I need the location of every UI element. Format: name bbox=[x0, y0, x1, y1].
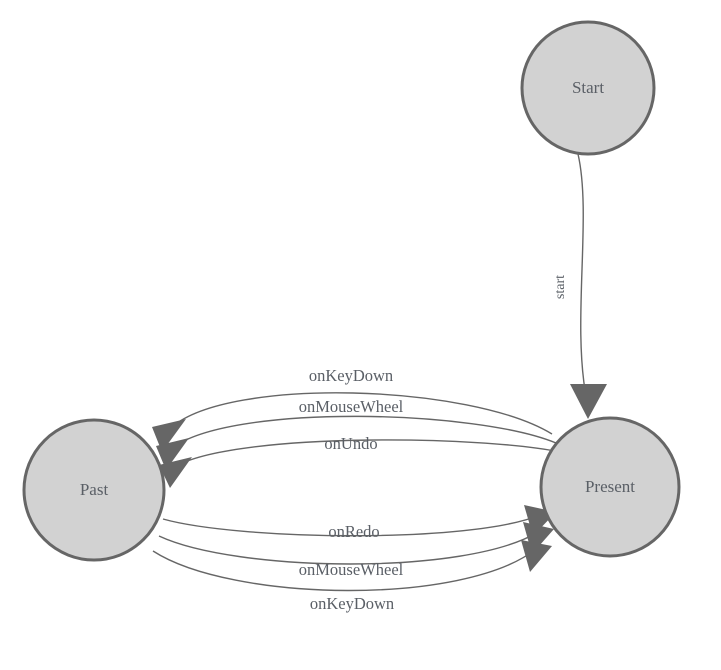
edge-onundo-path bbox=[177, 439, 561, 466]
edge-onredo-path bbox=[162, 514, 541, 537]
edge-label-onmousewheel-up: onMouseWheel bbox=[299, 397, 404, 416]
node-present-circle bbox=[539, 416, 681, 558]
edge-onkeydown-down-path bbox=[152, 548, 537, 592]
edge-onundo[interactable] bbox=[159, 439, 561, 488]
node-start-circle bbox=[520, 20, 656, 156]
edge-start[interactable] bbox=[570, 153, 607, 419]
edge-onmousewheel-up-path bbox=[174, 415, 557, 447]
node-start[interactable]: Start bbox=[520, 20, 656, 156]
edge-start-arrowhead bbox=[570, 384, 607, 419]
edge-onkeydown-up-arrowhead bbox=[152, 419, 186, 452]
edge-label-start: start bbox=[553, 275, 568, 299]
edge-label-onundo: onUndo bbox=[324, 434, 377, 453]
edge-label-onmousewheel-down: onMouseWheel bbox=[299, 560, 404, 579]
node-start-label: Start bbox=[572, 78, 604, 97]
edge-start-path bbox=[577, 153, 587, 397]
node-past[interactable]: Past bbox=[22, 418, 166, 562]
edge-label-onkeydown-up: onKeyDown bbox=[309, 366, 393, 385]
node-past-label: Past bbox=[80, 480, 109, 499]
node-past-circle bbox=[22, 418, 166, 562]
node-present[interactable]: Present bbox=[539, 416, 681, 558]
edge-onmousewheel-up-arrowhead bbox=[156, 438, 189, 470]
edge-onmousewheel-down-path bbox=[158, 531, 539, 565]
edge-onkeydown-down[interactable] bbox=[152, 540, 552, 592]
edge-label-onkeydown-down: onKeyDown bbox=[310, 594, 394, 613]
edge-onmousewheel-up[interactable] bbox=[156, 415, 557, 470]
edge-onkeydown-up-path bbox=[171, 392, 553, 435]
edge-onundo-arrowhead bbox=[159, 457, 192, 488]
edge-label-onredo: onRedo bbox=[328, 522, 379, 541]
edge-onkeydown-up[interactable] bbox=[152, 392, 553, 452]
node-present-label: Present bbox=[585, 477, 635, 496]
edge-onkeydown-down-arrowhead bbox=[521, 540, 552, 572]
